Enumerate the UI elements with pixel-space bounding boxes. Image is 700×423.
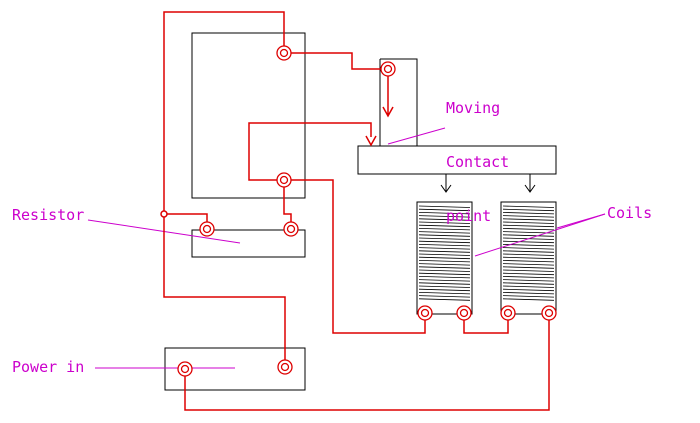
contact-bar xyxy=(357,145,557,175)
wire-contact-to-frame xyxy=(248,122,372,181)
coil-right xyxy=(500,201,557,315)
wire-moving-contact-arrow xyxy=(382,69,394,118)
terminal-power-right xyxy=(277,359,293,375)
resistor-label: Resistor xyxy=(12,206,85,224)
coils-label: Coils xyxy=(607,204,653,222)
wire-contact-arrow xyxy=(365,135,377,147)
terminals xyxy=(177,45,557,377)
moving-contact-label: Moving Contact point xyxy=(446,63,509,243)
wire-junction-to-power xyxy=(163,214,286,367)
terminal-coil-right-a xyxy=(500,305,516,321)
wire-frame-to-coil xyxy=(284,179,426,334)
terminal-frame-bottom xyxy=(276,172,292,188)
terminal-resistor-left xyxy=(199,221,215,237)
terminal-power-left xyxy=(177,361,193,377)
terminal-resistor-right xyxy=(283,221,299,237)
component-outlines xyxy=(164,32,557,391)
terminal-moving-contact xyxy=(380,61,396,77)
moving-contact-leader xyxy=(387,127,446,145)
moving-contact-label-line-3: point xyxy=(446,207,492,225)
resistor-body xyxy=(191,229,306,258)
coils-leader-right xyxy=(556,213,606,229)
power-in-label: Power in xyxy=(12,358,85,376)
wire-coil-to-power xyxy=(184,313,550,411)
coil-left xyxy=(416,201,473,315)
relay-frame xyxy=(191,32,306,199)
force-arrows xyxy=(440,174,536,193)
wire-coil-link xyxy=(463,313,509,334)
wiring xyxy=(160,11,550,411)
terminal-coil-right-b xyxy=(541,305,557,321)
junction-dot xyxy=(160,210,168,218)
wire-to-moving-contact xyxy=(284,52,388,70)
terminal-coil-left-a xyxy=(417,305,433,321)
moving-contact-arm xyxy=(379,58,418,146)
power-terminal-block xyxy=(164,347,306,391)
moving-contact-label-line-1: Moving xyxy=(446,99,501,117)
terminal-frame-top xyxy=(276,45,292,61)
wire-top-loop xyxy=(163,11,285,214)
coils-leader-left xyxy=(474,213,606,257)
terminal-coil-left-b xyxy=(456,305,472,321)
moving-contact-label-line-2: Contact xyxy=(446,153,510,171)
